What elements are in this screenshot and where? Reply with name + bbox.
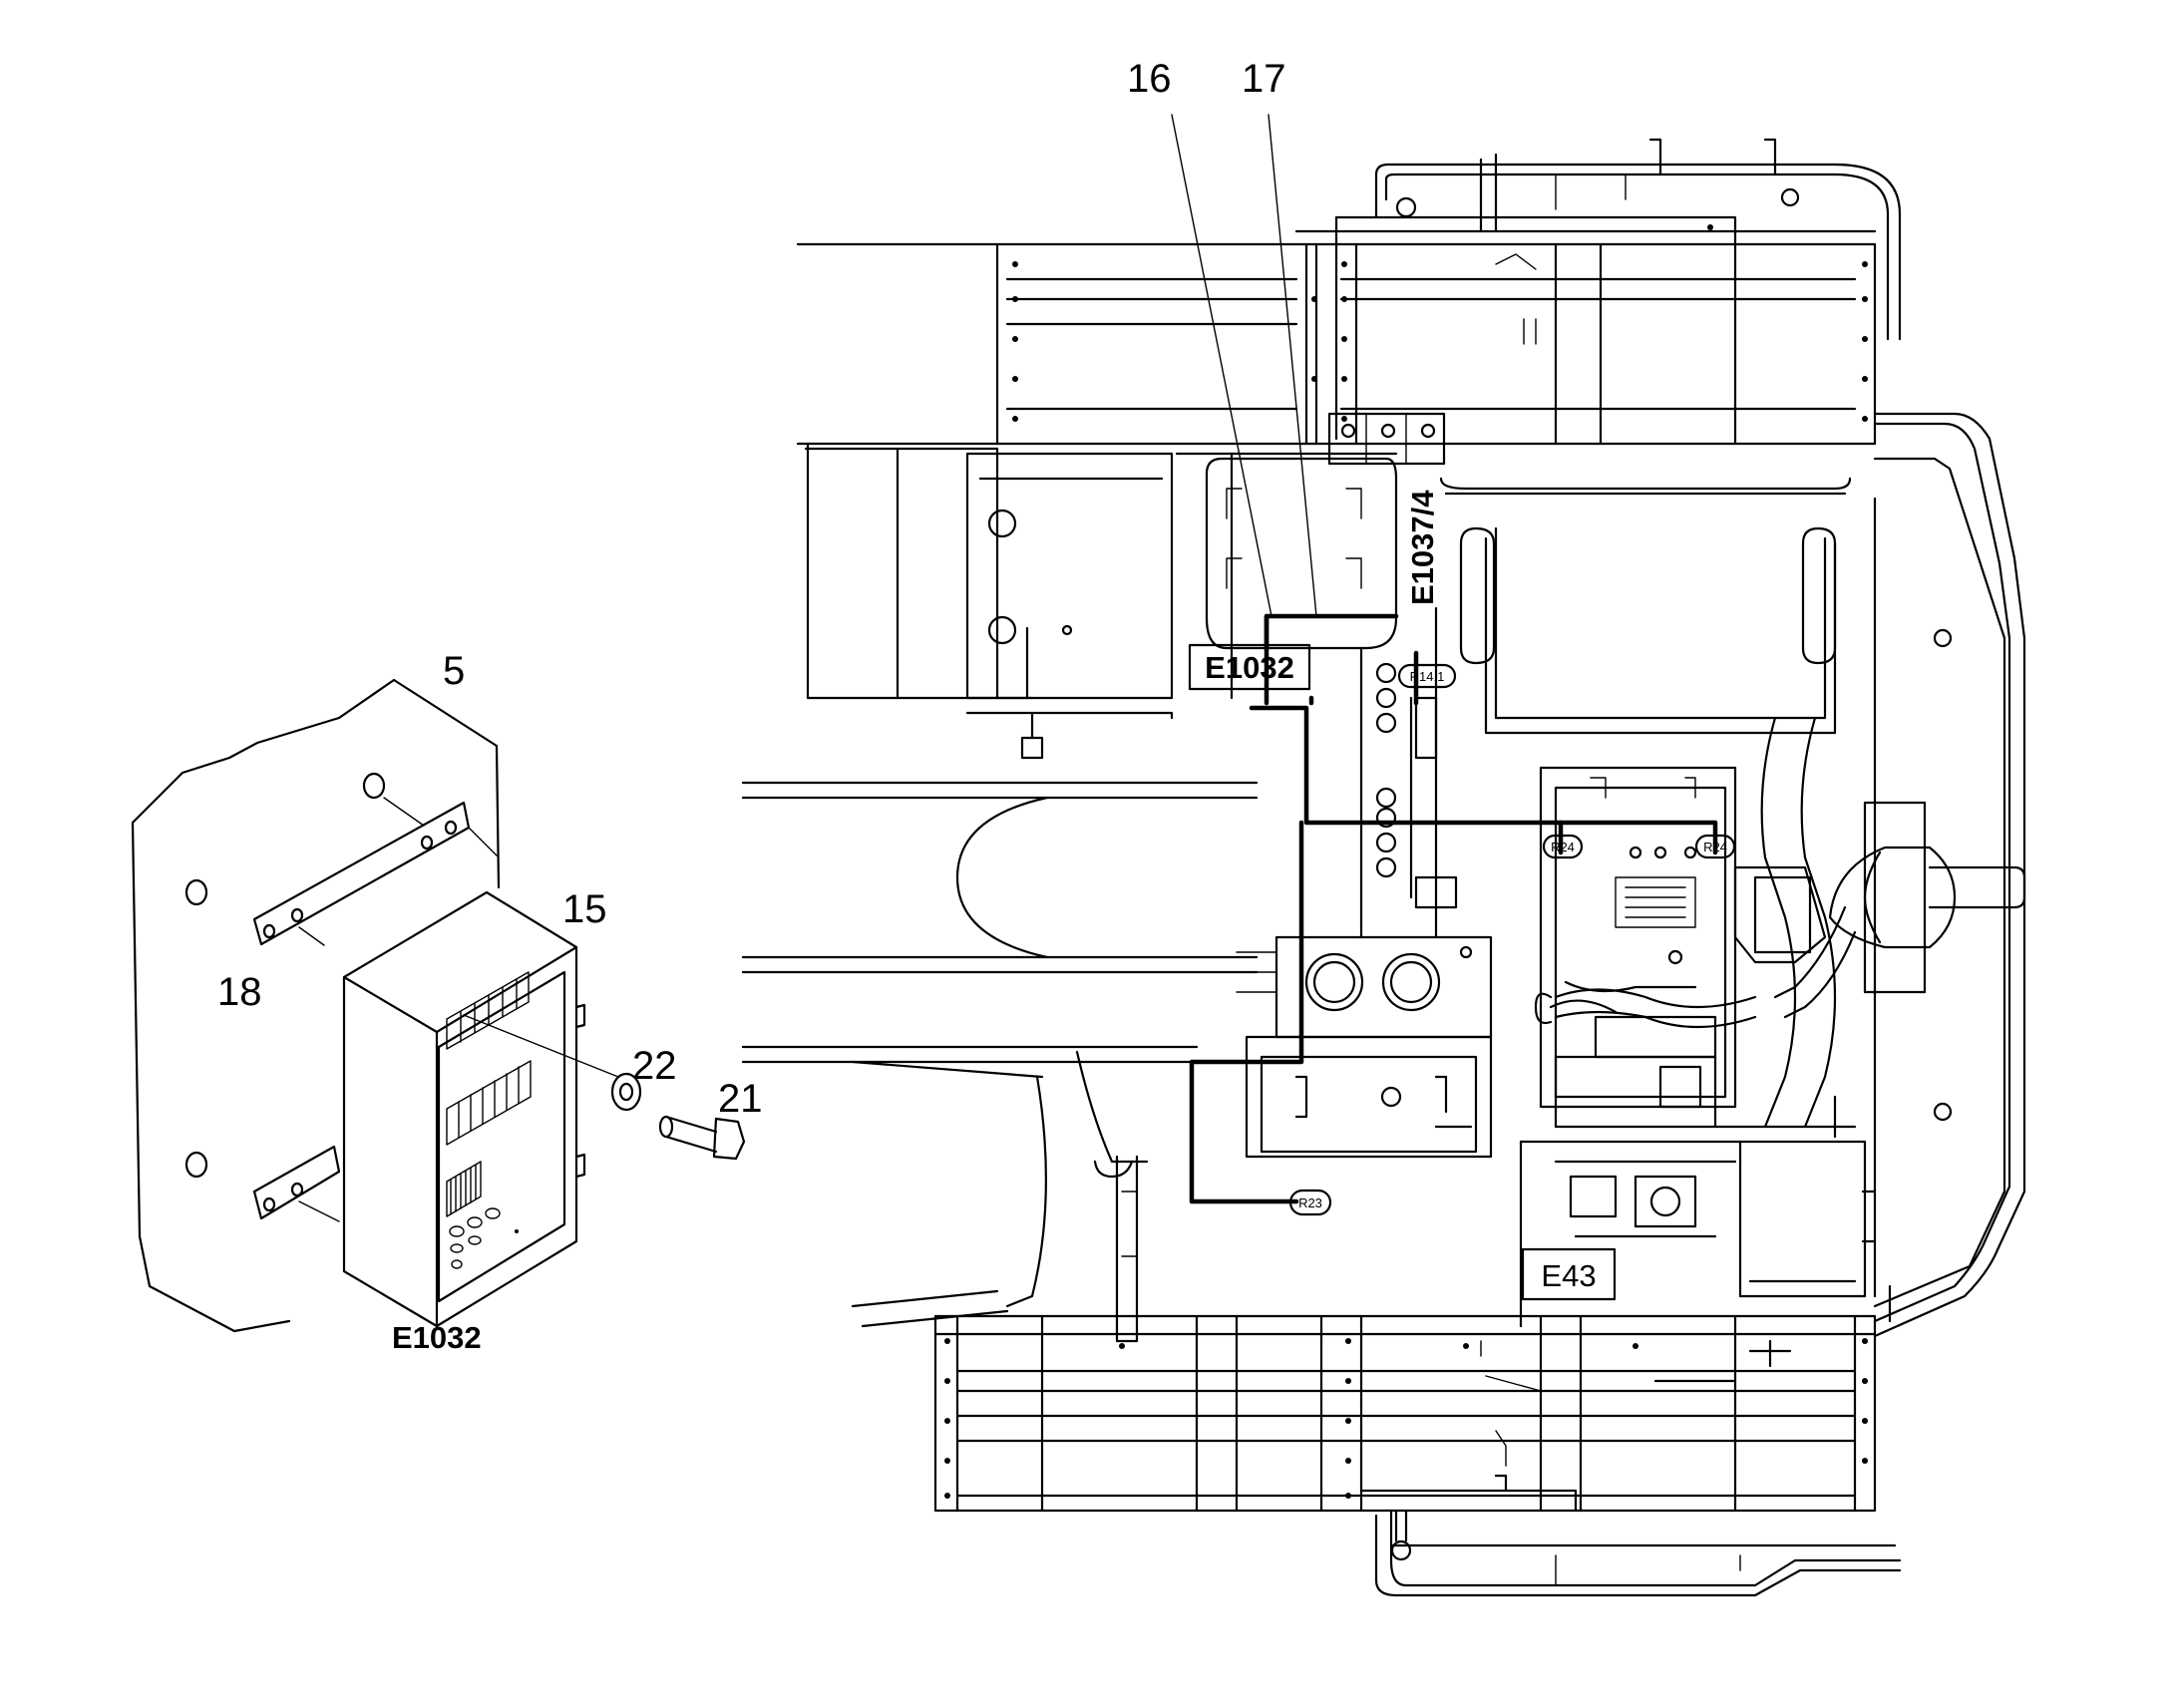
label-e1037-4: E1037/4 bbox=[1405, 490, 1440, 605]
control-box bbox=[342, 890, 619, 1328]
center-battery-box bbox=[1236, 935, 1493, 1159]
engine-column bbox=[1359, 606, 1458, 939]
bracket-upper bbox=[252, 797, 498, 946]
svg-text:R24: R24 bbox=[1551, 840, 1575, 854]
washer bbox=[610, 1072, 642, 1112]
right-outer-frame bbox=[1861, 412, 2026, 1338]
detail-label-e1032: E1032 bbox=[392, 1320, 482, 1355]
callout-5: 5 bbox=[443, 649, 465, 693]
left-compartment bbox=[965, 452, 1174, 760]
left-frame-rails bbox=[741, 442, 1398, 1064]
chassis-view: E1032 E1037/4 E43 R14.1 R24 R24 R23 16 1… bbox=[741, 57, 2026, 1597]
main-label-e1032: E1032 bbox=[1205, 650, 1294, 685]
inner-panel bbox=[1205, 457, 1398, 650]
engine-area bbox=[1439, 477, 2026, 1328]
panel-hole bbox=[184, 1151, 208, 1179]
mounting-panel-edge bbox=[392, 678, 501, 889]
detail-view-e1032: 5 15 18 22 21 E1032 bbox=[131, 649, 763, 1355]
top-handrail bbox=[1374, 138, 1902, 341]
callout-18: 18 bbox=[217, 970, 262, 1014]
connector-r24-left: R24 bbox=[1542, 834, 1584, 859]
svg-text:R24: R24 bbox=[1703, 840, 1727, 854]
left-arch bbox=[955, 796, 1049, 959]
connector-r23: R23 bbox=[1288, 1189, 1332, 1216]
callout-17: 17 bbox=[1242, 57, 1286, 101]
connector-block-top bbox=[1327, 412, 1446, 466]
label-box-e43: E43 bbox=[1521, 1247, 1617, 1301]
lower-left-chassis bbox=[851, 1050, 1149, 1343]
svg-text:R14.1: R14.1 bbox=[1410, 669, 1445, 684]
connector-r14: R14.1 bbox=[1397, 663, 1457, 689]
leader-16 bbox=[1171, 114, 1272, 617]
callout-22: 22 bbox=[632, 1044, 677, 1088]
label-e43: E43 bbox=[1541, 1258, 1596, 1293]
callout-21: 21 bbox=[718, 1077, 763, 1121]
callout-15: 15 bbox=[562, 887, 607, 931]
bottom-handrail bbox=[1374, 1509, 1902, 1597]
connector-r24-right: R24 bbox=[1694, 834, 1736, 859]
leader-17 bbox=[1268, 114, 1317, 617]
wiring-harness bbox=[1189, 613, 1718, 1204]
panel-hole bbox=[184, 878, 208, 906]
panel-hole bbox=[362, 772, 386, 800]
bolt bbox=[658, 1115, 746, 1161]
mounting-panel bbox=[131, 678, 396, 1333]
label-box-e1032: E1032 bbox=[1188, 643, 1311, 691]
svg-text:R23: R23 bbox=[1298, 1196, 1322, 1210]
bottom-frame bbox=[933, 1314, 1877, 1513]
callout-16: 16 bbox=[1127, 57, 1172, 101]
top-frame bbox=[796, 215, 1877, 446]
bracket-lower bbox=[252, 1145, 341, 1222]
